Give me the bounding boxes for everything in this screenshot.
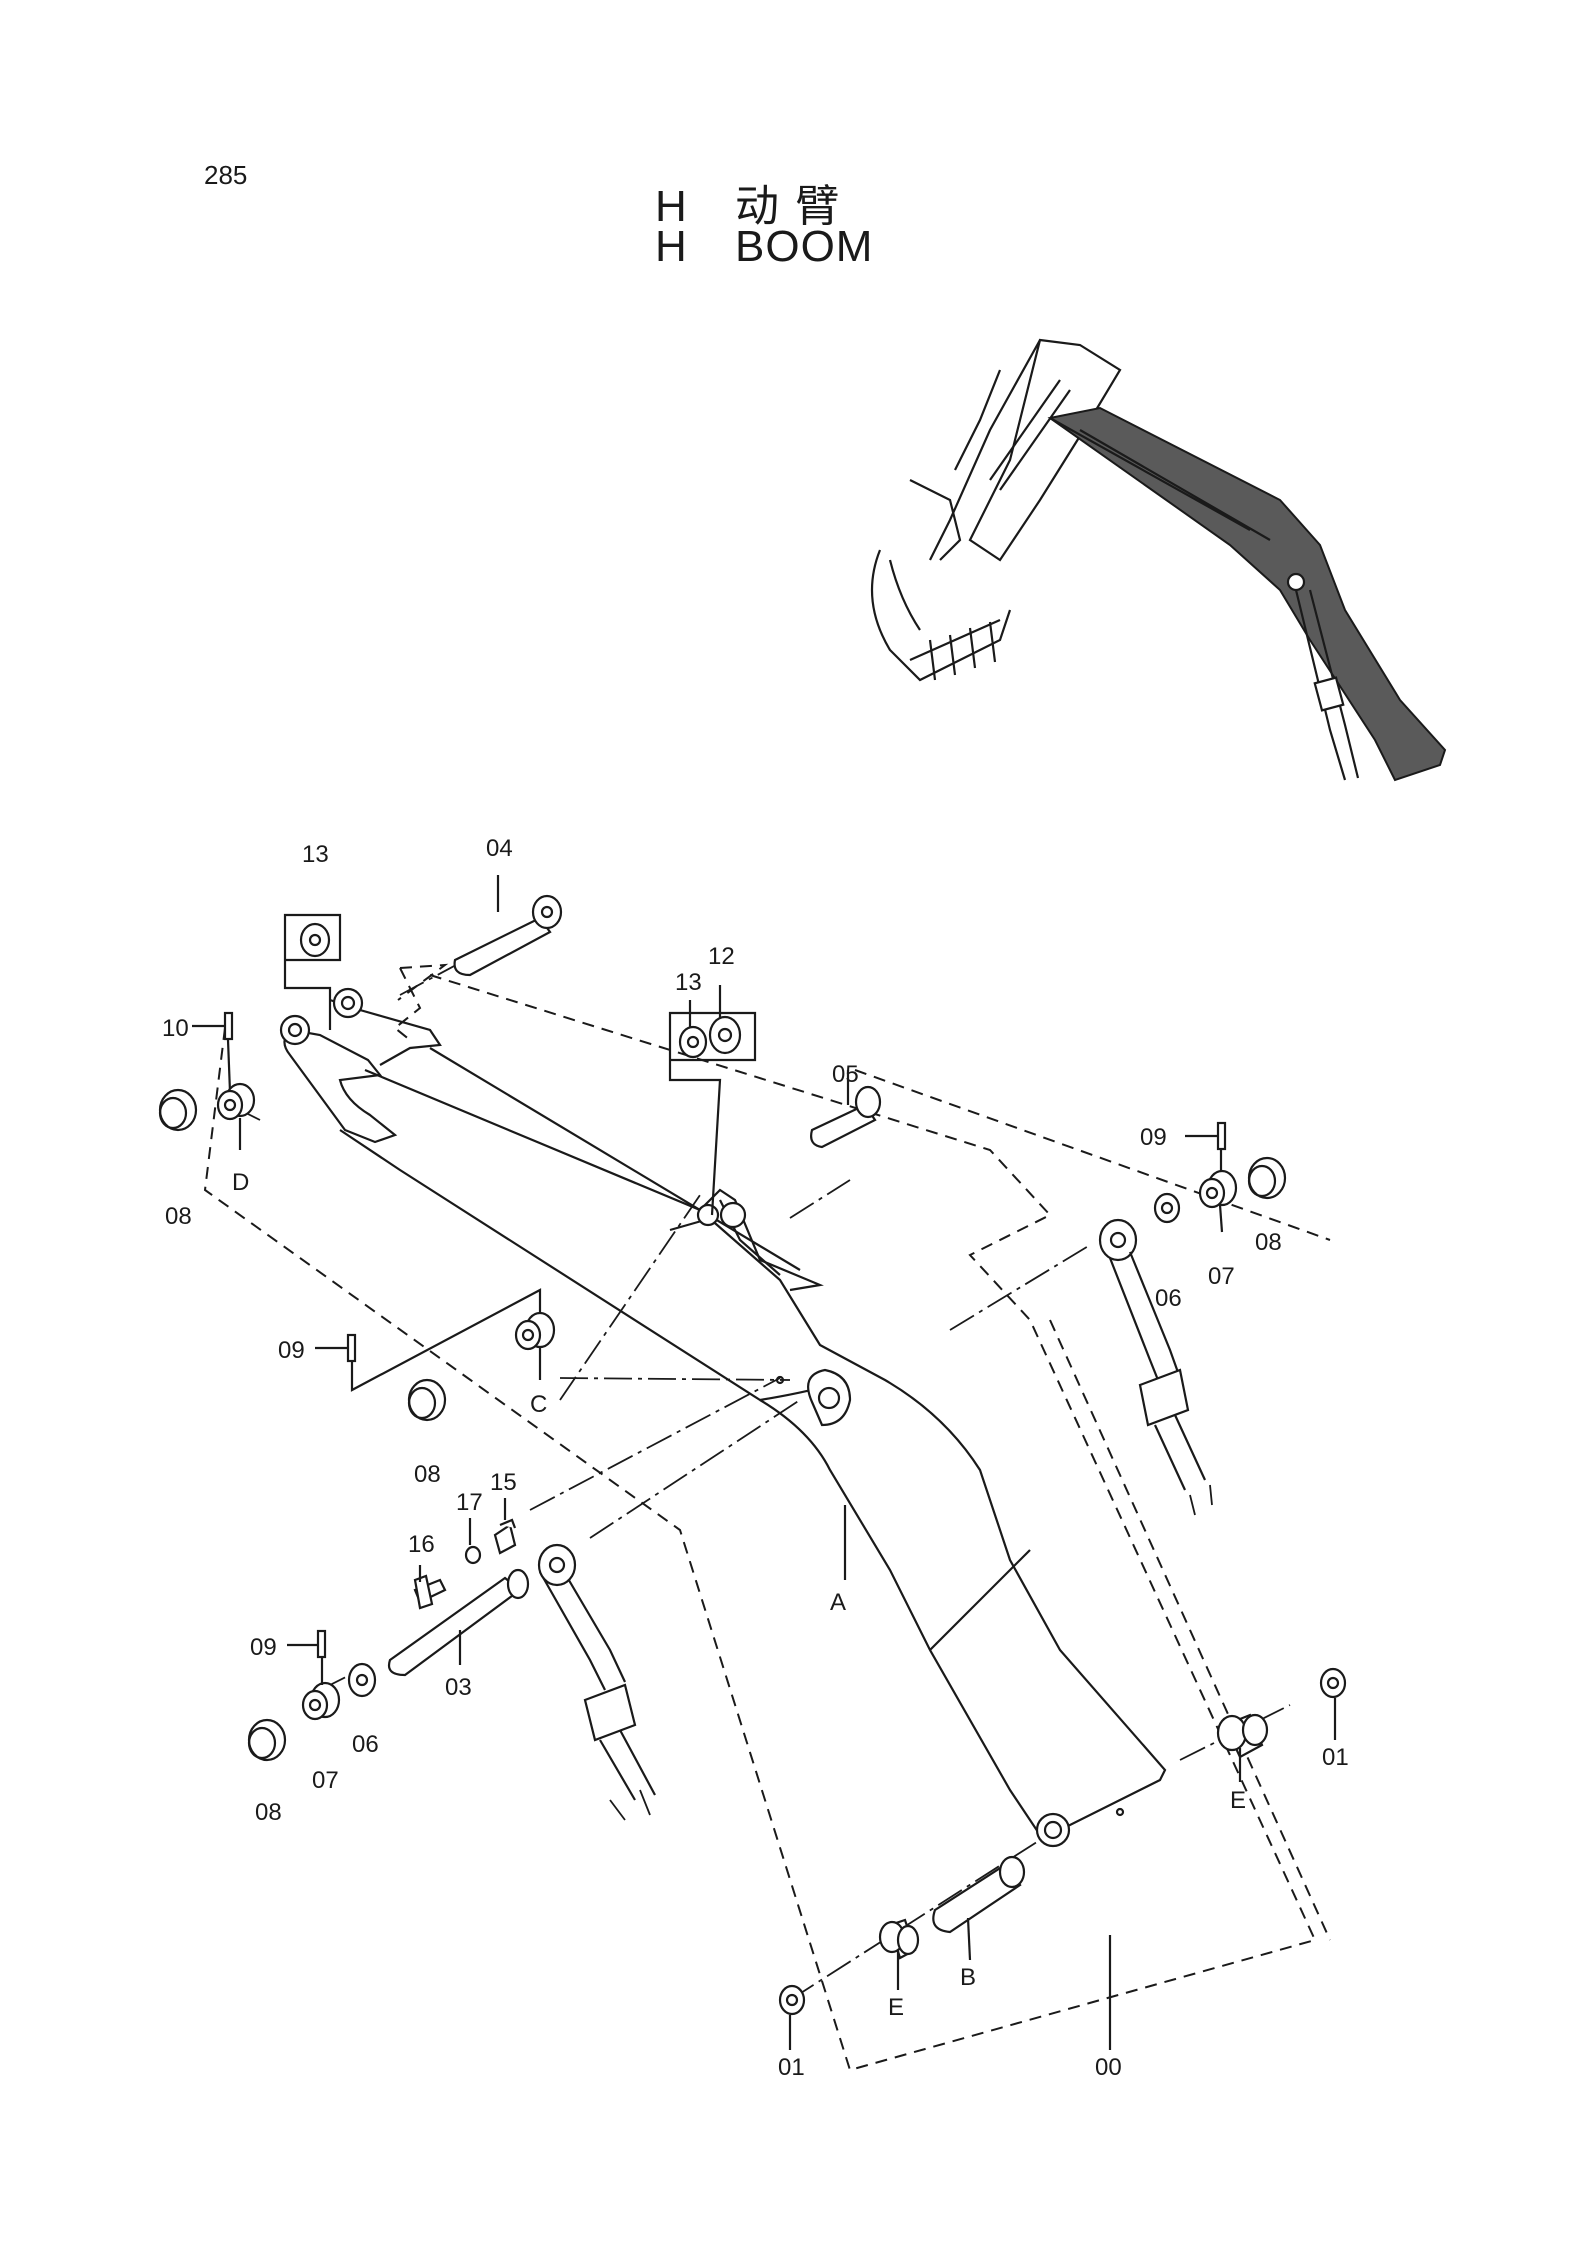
callout-03: 03 [445, 1674, 472, 1701]
callout-09-right: 09 [1140, 1124, 1167, 1151]
callout-09-left: 09 [250, 1634, 277, 1661]
boom-body-A [283, 998, 1167, 1848]
part-06-washer-right [1153, 1192, 1181, 1224]
title-english: H BOOM [655, 222, 873, 272]
callout-06-right: 06 [1155, 1285, 1182, 1312]
part-09-C-08-center [315, 1288, 556, 1422]
part-08-ring-left [158, 1088, 198, 1132]
callout-00: 00 [1095, 2054, 1122, 2081]
callout-15: 15 [490, 1469, 517, 1496]
callout-08-right: 08 [1255, 1229, 1282, 1256]
title-text-english: BOOM [735, 222, 874, 271]
callout-01-upper: 01 [1322, 1744, 1349, 1771]
title-prefix-2: H [655, 222, 688, 271]
title-prefix-1: H [655, 182, 689, 231]
callout-07-left: 07 [312, 1767, 339, 1794]
part-06-washer-left [347, 1662, 377, 1698]
callout-A: A [830, 1589, 846, 1616]
callout-08-lower-left: 08 [255, 1799, 282, 1826]
callout-D: D [232, 1169, 249, 1196]
callout-07-right: 07 [1208, 1263, 1235, 1290]
part-01-washer-lower [778, 1984, 806, 2050]
callout-E-upper: E [1230, 1787, 1246, 1814]
part-10-pin [192, 1011, 234, 1093]
part-09-pin-left [287, 1629, 327, 1685]
callout-13-center: 13 [675, 969, 702, 996]
callout-12: 12 [708, 943, 735, 970]
part-08-ring-right [1247, 1156, 1287, 1200]
callout-C: C [530, 1391, 547, 1418]
boom-cylinder-right [1098, 1218, 1213, 1516]
callout-13-top: 13 [302, 841, 329, 868]
part-01-washer-upper [1319, 1667, 1347, 1740]
part-04-pin [453, 875, 563, 977]
callout-04: 04 [486, 835, 513, 862]
center-lines [239, 919, 1291, 2001]
callout-01-lower: 01 [778, 2054, 805, 2081]
callout-16: 16 [408, 1531, 435, 1558]
part-08-ring-lower-left [247, 1718, 287, 1762]
page-number: 285 [204, 160, 248, 190]
boom-cylinder-left [537, 1543, 656, 1821]
part-15-16-17-fasteners [413, 1498, 517, 1610]
part-13-12-shims [668, 985, 757, 1216]
part-B-bushing [932, 1855, 1026, 1961]
callout-09-center: 09 [278, 1337, 305, 1364]
callout-B: B [960, 1964, 976, 1991]
callout-06-left: 06 [352, 1731, 379, 1758]
part-07-bushing-left [301, 1681, 341, 1721]
callout-10: 10 [162, 1015, 189, 1042]
title-text-chinese: 动 臂 [735, 182, 842, 231]
callout-08-center: 08 [414, 1461, 441, 1488]
boom-highlight [1047, 406, 1447, 782]
callout-08-left: 08 [165, 1203, 192, 1230]
part-13-shim-top [283, 913, 342, 1030]
boom-head-bosses [279, 987, 364, 1046]
part-E-bushing-upper [1216, 1713, 1269, 1782]
part-09-pin-right [1185, 1121, 1227, 1172]
part-E-bushing-lower [878, 1918, 920, 1990]
callout-05: 05 [832, 1061, 859, 1088]
part-05-pin [810, 1070, 882, 1149]
excavator-location-inset [870, 338, 1447, 782]
part-07-bushing-right [1198, 1169, 1238, 1233]
part-03-pin [387, 1568, 530, 1677]
callout-E-lower: E [888, 1994, 904, 2021]
callout-17: 17 [456, 1489, 483, 1516]
part-D-bushing [216, 1082, 256, 1150]
